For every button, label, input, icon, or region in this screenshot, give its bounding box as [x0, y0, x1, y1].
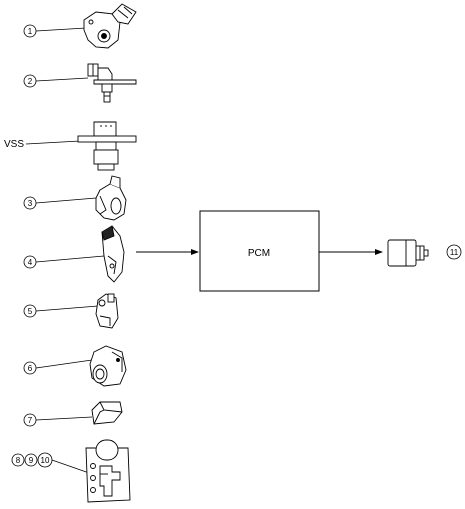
callout-7-number: 7 [28, 416, 33, 425]
callout-6-number: 6 [28, 364, 33, 373]
callout-9-number: 9 [29, 456, 34, 465]
leader-line-7 [35, 416, 93, 421]
callout-6: 6 [23, 361, 37, 375]
callout-1-number: 1 [28, 27, 33, 36]
leader-line-8-10 [51, 459, 93, 475]
callout-2-number: 2 [28, 77, 33, 86]
callout-7: 7 [23, 413, 37, 427]
callout-1: 1 [23, 24, 37, 38]
sensor-1-icon [83, 3, 137, 49]
callout-10-number: 10 [41, 456, 50, 465]
sensor-6-icon [89, 345, 127, 387]
sensor-5-icon [95, 293, 119, 329]
pcm-label: PCM [248, 248, 270, 259]
switch-7-icon [91, 401, 123, 425]
selector-panel-icon [85, 439, 131, 503]
sensor-4-icon [101, 225, 125, 283]
callout-3: 3 [23, 196, 37, 210]
vss-icon [77, 121, 137, 171]
callout-11-number: 11 [450, 248, 459, 257]
leader-line-4 [35, 255, 105, 263]
sensor-2-icon [87, 63, 137, 103]
callout-4: 4 [23, 255, 37, 269]
callout-4-number: 4 [28, 258, 33, 267]
callout-9: 9 [24, 453, 38, 467]
callout-10: 10 [37, 452, 53, 468]
leader-line-1 [35, 27, 87, 32]
callout-5-number: 5 [28, 307, 33, 316]
callout-8-number: 8 [16, 456, 21, 465]
actuator-11-icon [387, 239, 429, 267]
sensor-3-icon [95, 175, 127, 221]
callout-3-number: 3 [28, 199, 33, 208]
callout-5: 5 [23, 304, 37, 318]
leader-line-vss [25, 140, 81, 145]
leader-line-3 [35, 197, 97, 204]
pcm-box [199, 210, 320, 292]
leader-line-2 [35, 77, 89, 82]
callout-11: 11 [446, 244, 462, 260]
vss-label: VSS [4, 139, 24, 150]
leader-line-5 [35, 305, 99, 312]
leader-line-6 [35, 359, 93, 369]
callout-2: 2 [23, 74, 37, 88]
callout-8: 8 [11, 453, 25, 467]
